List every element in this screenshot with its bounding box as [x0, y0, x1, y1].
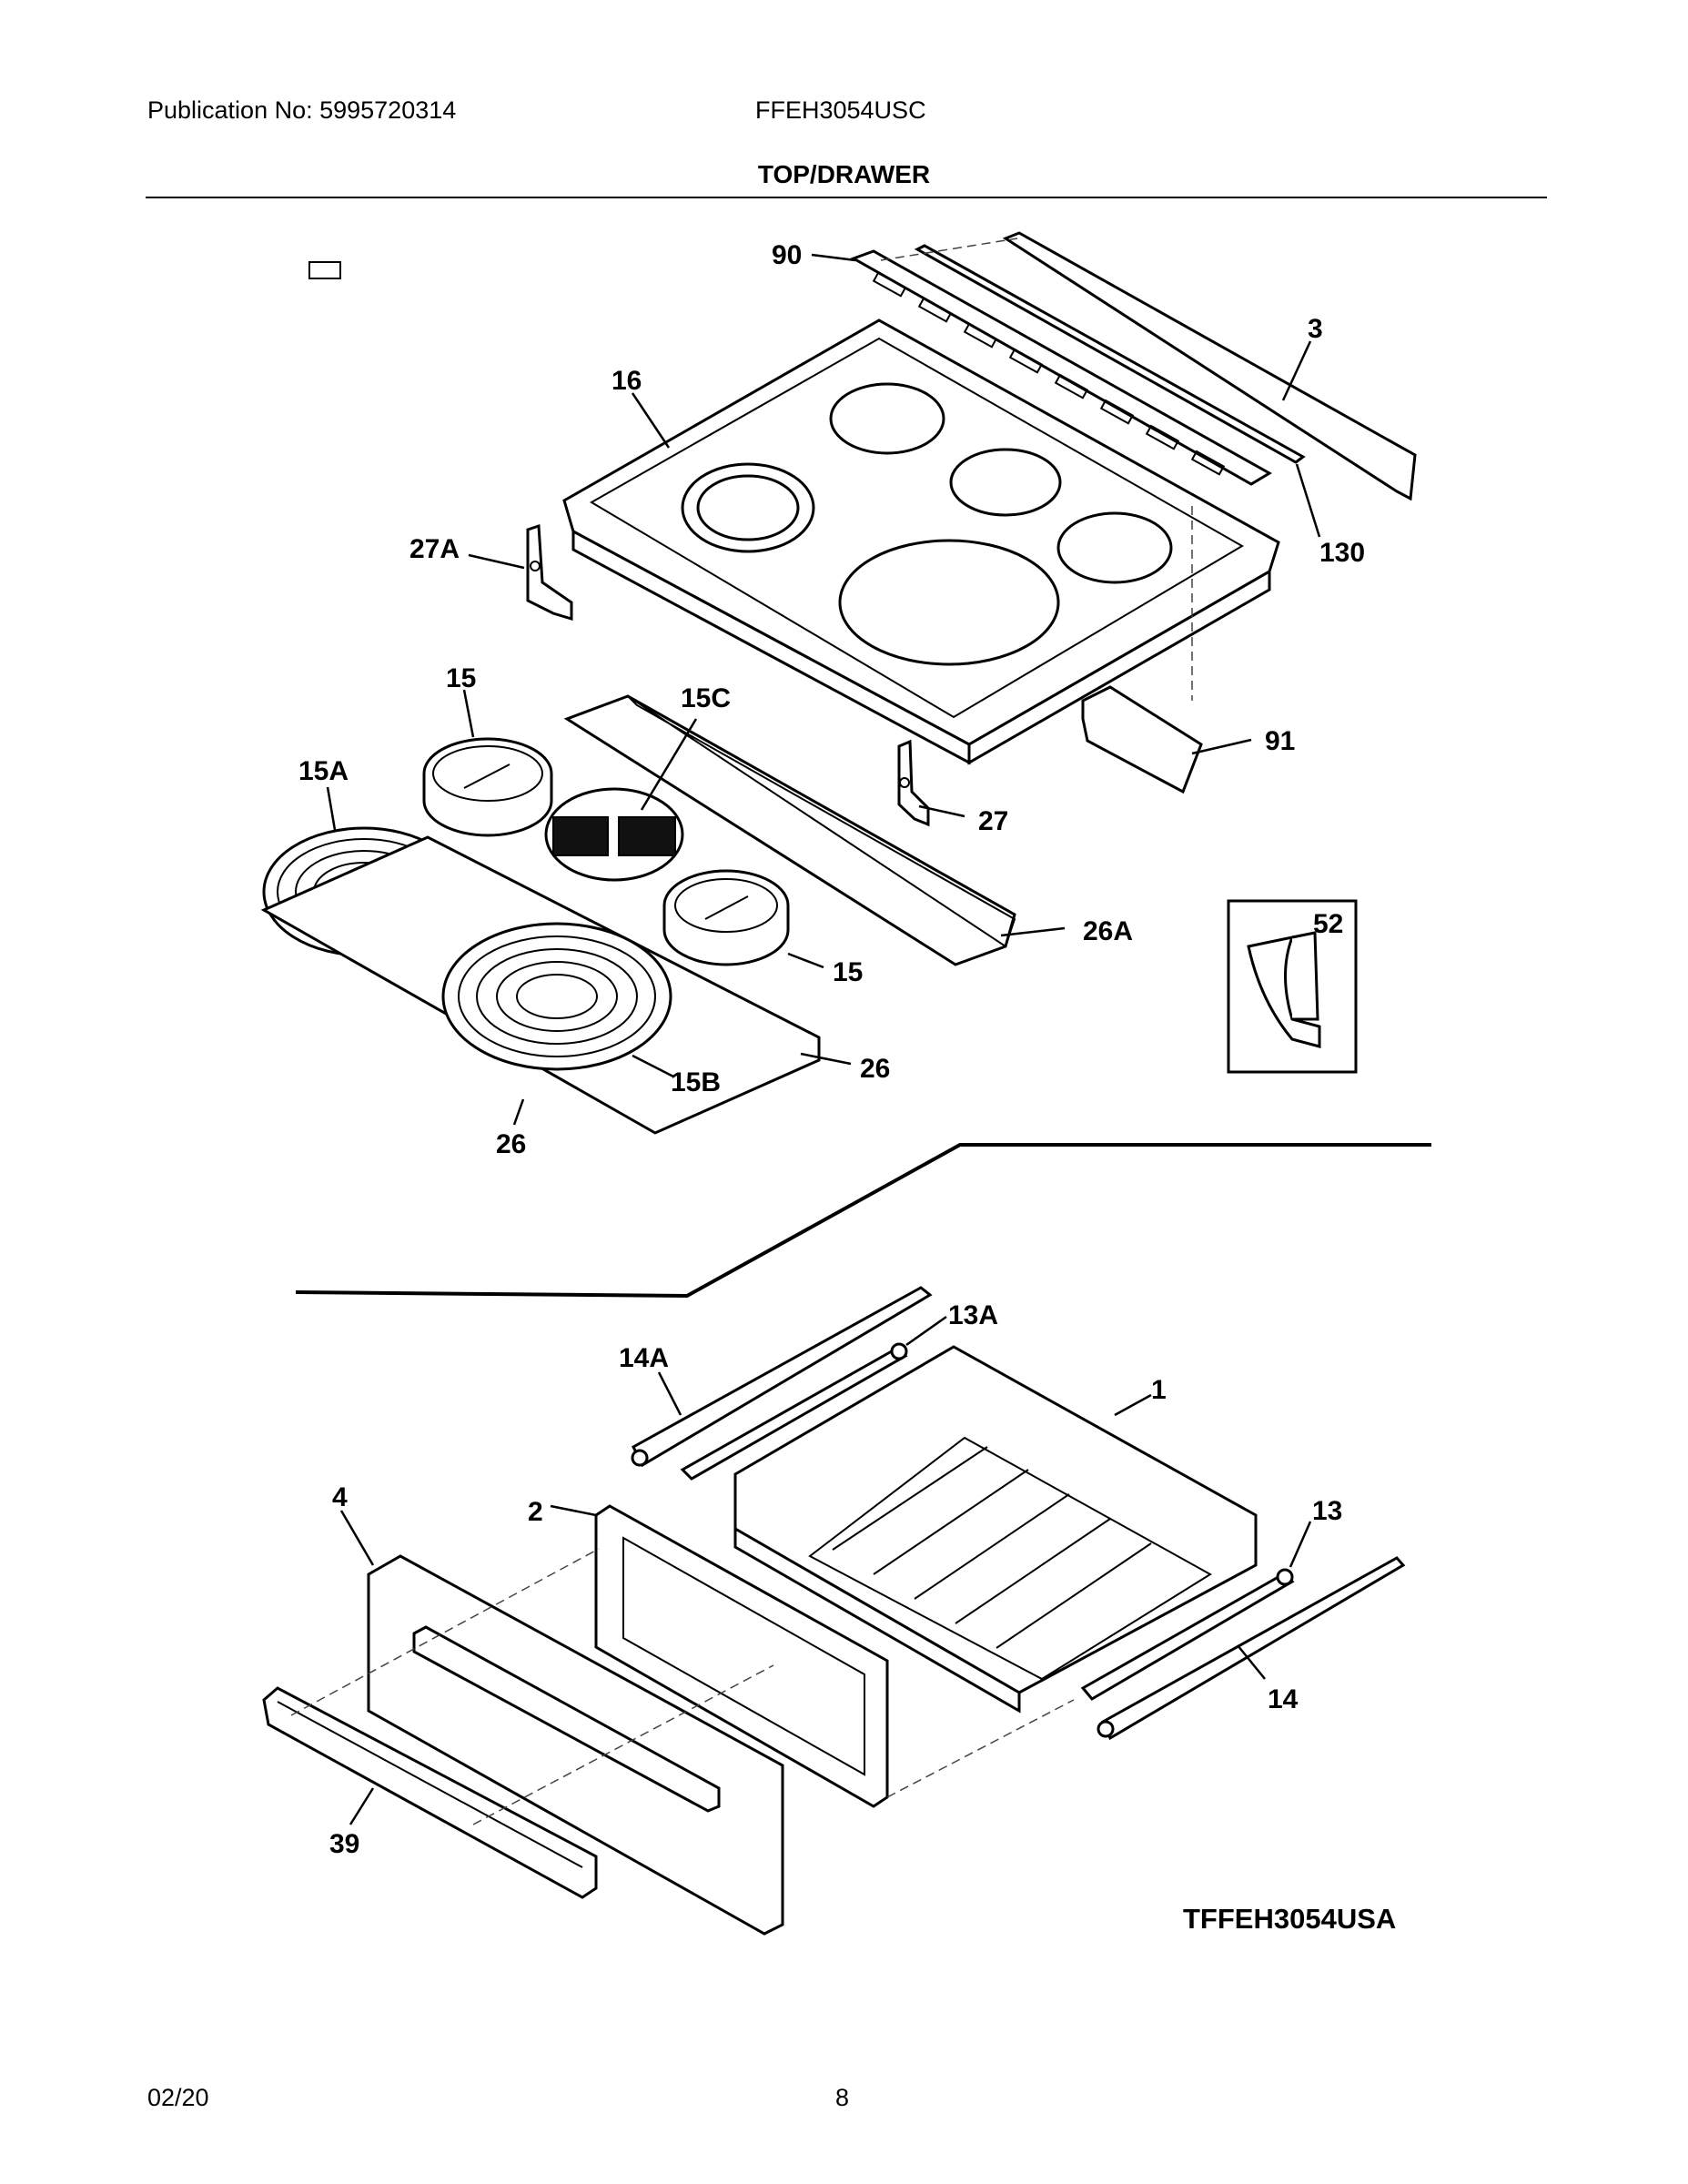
callout-90: 90: [772, 240, 802, 270]
alignment-line: [886, 1699, 1075, 1798]
header-rule: [146, 197, 1547, 198]
alignment-line: [290, 1548, 600, 1716]
publication-number: Publication No: 5995720314: [147, 96, 457, 124]
callout-2: 2: [528, 1497, 543, 1527]
callout-14A: 14A: [619, 1343, 669, 1373]
footer-date: 02/20: [147, 2084, 209, 2111]
part-90-rear-trim: [850, 249, 1272, 486]
callout-26-right: 26: [860, 1054, 890, 1084]
callout-15C: 15C: [681, 683, 731, 713]
callout-27: 27: [978, 806, 1008, 836]
part-4-drawer-front: [367, 1554, 784, 1936]
part-15C-element-center: [544, 787, 684, 882]
part-16-cooktop: [562, 318, 1280, 765]
model-number: FFEH3054USC: [755, 96, 926, 124]
part-130-strip: [914, 244, 1306, 464]
section-title: TOP/DRAWER: [757, 160, 931, 188]
callout-27A: 27A: [409, 534, 460, 564]
callout-91: 91: [1265, 726, 1295, 756]
callout-3: 3: [1308, 314, 1323, 344]
alignment-line: [472, 1664, 774, 1825]
part-15-element-small-right: [662, 869, 790, 966]
part-1-drawer-body: [733, 1345, 1258, 1714]
callout-15-right: 15: [833, 957, 863, 987]
section-divider-line: [295, 1143, 1431, 1299]
callout-4: 4: [332, 1482, 348, 1512]
callout-39: 39: [329, 1829, 359, 1859]
alignment-line: [880, 238, 1018, 261]
leader-lines: [326, 253, 1321, 1825]
part-27-bracket: [897, 739, 930, 827]
callout-13A: 13A: [948, 1300, 998, 1330]
part-15B-element-large: [441, 922, 672, 1071]
callout-14: 14: [1268, 1684, 1299, 1714]
legend-box: [308, 261, 341, 279]
part-91-bracket: [1081, 685, 1203, 794]
callout-130: 130: [1319, 538, 1365, 568]
part-26A-burner-box: [563, 694, 1016, 966]
callout-15B: 15B: [671, 1067, 721, 1097]
part-52-clip: [1247, 931, 1321, 1048]
callout-1: 1: [1151, 1375, 1167, 1405]
callout-52: 52: [1313, 909, 1343, 939]
part-15-element-small-top: [422, 737, 553, 837]
callout-26A: 26A: [1083, 916, 1133, 946]
part-39-handle: [262, 1686, 598, 1899]
callout-15-top: 15: [446, 663, 476, 693]
callout-13: 13: [1312, 1496, 1342, 1526]
part-3-rear-panel: [1002, 231, 1417, 501]
callout-15A: 15A: [298, 756, 349, 786]
callout-16: 16: [612, 366, 642, 396]
callout-26-bottom: 26: [496, 1129, 526, 1159]
diagram-code: TFFEH3054USA: [1183, 1903, 1396, 1935]
part-27A-bracket: [526, 523, 573, 622]
page-number: 8: [835, 2084, 850, 2111]
